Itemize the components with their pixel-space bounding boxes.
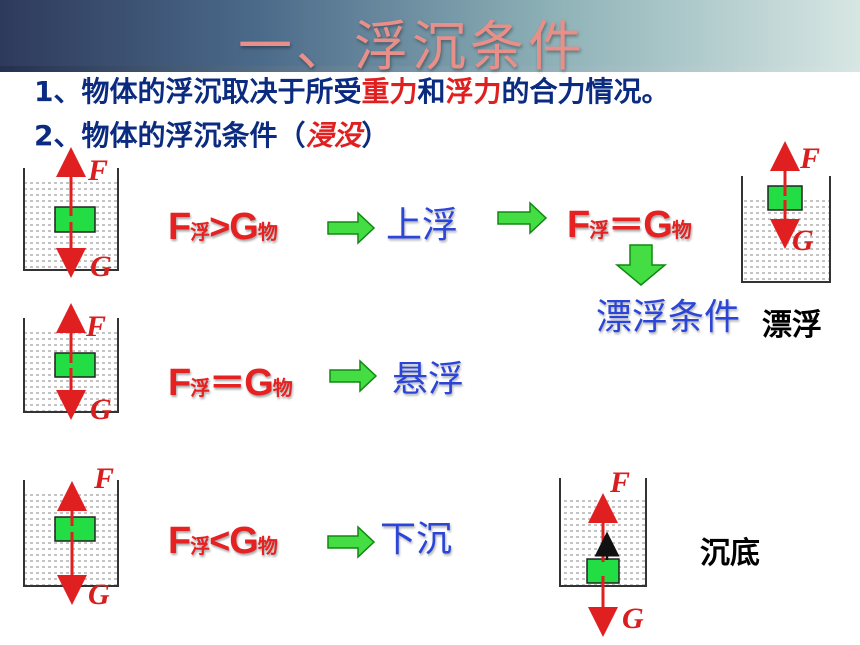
result-suspend: 悬浮 (392, 359, 465, 400)
statement-1-end: 的合力情况。 (501, 75, 670, 108)
green-arrows (327, 201, 668, 559)
eq-f: F (567, 204, 590, 246)
eq-sub-f: 浮 (190, 376, 210, 400)
beaker-rising (23, 147, 119, 278)
label-f-5: F (610, 466, 631, 499)
eq-op: ＝ (209, 362, 245, 403)
block-rising (54, 206, 96, 233)
arrow-down-condition (614, 244, 668, 286)
label-g-4: G (792, 224, 814, 257)
eq-op: ＝ (608, 204, 644, 245)
beaker-floating (741, 141, 831, 283)
state-float: 漂浮 (762, 308, 822, 343)
beaker-suspended (23, 303, 119, 420)
header-band (0, 0, 860, 72)
statement-1: 1、物体的浮沉取决于所受重力和浮力的合力情况。 (34, 70, 670, 110)
slide-title: 一、浮沉条件 (238, 15, 586, 78)
label-g-5: G (622, 602, 644, 635)
result-sink: 下沉 (380, 519, 453, 560)
label-f-1: F (88, 154, 109, 187)
statement-1-and: 和 (417, 75, 446, 108)
eq-sub-f: 浮 (190, 220, 210, 244)
beaker-bottom (559, 478, 647, 637)
eq-sub-f: 浮 (589, 218, 609, 242)
float-condition: 漂浮条件 (596, 297, 741, 338)
eq-g: G (229, 206, 259, 248)
arrow-to-suspend (329, 359, 378, 393)
eq-sub-g: 物 (671, 218, 692, 242)
eq-g: G (244, 362, 274, 404)
eq-g: G (643, 204, 673, 246)
immersed-term: 浸没 (305, 119, 362, 152)
label-g-2: G (90, 393, 112, 426)
equation-float: F浮＝G物 (567, 196, 692, 248)
eq-g: G (229, 520, 259, 562)
eq-sub-g: 物 (257, 534, 278, 558)
label-g-1: G (90, 250, 112, 283)
label-f-3: F (94, 462, 115, 495)
result-rise: 上浮 (386, 205, 459, 246)
gravity-term: 重力 (361, 75, 418, 108)
arrow-to-sink (327, 525, 376, 559)
label-f-2: F (86, 310, 107, 343)
eq-f: F (168, 362, 191, 404)
beaker-sinking (23, 480, 119, 605)
label-f-4: F (800, 142, 821, 175)
equation-rise: F浮>G物 (168, 206, 278, 249)
statement-2-text: 、物体的浮沉条件（ (53, 119, 306, 152)
eq-f: F (168, 520, 191, 562)
statement-1-number: 1 (34, 75, 54, 108)
eq-sub-g: 物 (272, 376, 293, 400)
eq-op: > (209, 206, 230, 247)
eq-op: < (209, 520, 230, 561)
block-suspended (54, 352, 96, 378)
eq-f: F (168, 206, 191, 248)
label-g-3: G (88, 578, 110, 611)
block-sinking (54, 516, 96, 542)
arrow-to-float-eq (497, 201, 548, 235)
eq-sub-g: 物 (257, 220, 278, 244)
equation-sink: F浮<G物 (168, 520, 278, 563)
statement-1-text: 、物体的浮沉取决于所受 (53, 75, 362, 108)
state-sink: 沉底 (700, 536, 760, 571)
statement-2-end: ） (361, 119, 390, 152)
statement-2-number: 2 (34, 119, 54, 152)
eq-sub-f: 浮 (190, 534, 210, 558)
arrow-to-rise (327, 211, 376, 245)
buoyancy-term: 浮力 (445, 75, 502, 108)
equation-suspend: F浮＝G物 (168, 354, 293, 406)
statement-2: 2、物体的浮沉条件（浸没） (34, 114, 390, 154)
